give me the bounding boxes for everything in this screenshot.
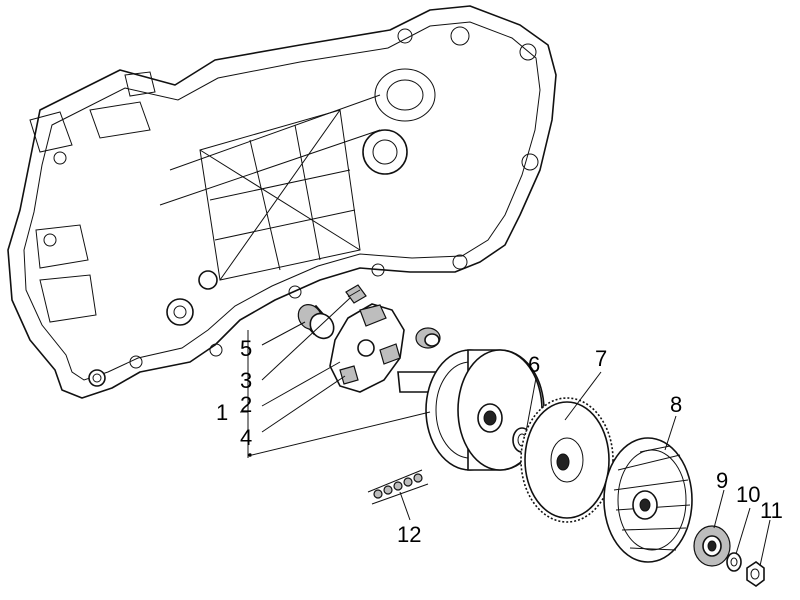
callout-9: 9 [716,468,728,493]
washer-part-10 [726,552,742,572]
callout-10: 10 [736,482,760,507]
crankcase-housing [7,5,557,399]
leader-dot [248,453,252,457]
callout-5: 5 [240,336,252,361]
callout-labels: 1 2 3 4 5 6 7 8 9 10 11 12 [216,336,783,547]
slider-roller [415,327,441,349]
ramp-plate-part-2 [329,303,405,393]
callout-8: 8 [670,392,682,417]
callout-1: 1 [216,400,228,425]
clip-part-3 [345,284,367,304]
callout-11: 11 [760,498,783,523]
leader-lines [240,297,771,567]
callout-3: 3 [240,368,252,393]
nut-part-11 [746,561,765,587]
hub-part-9 [693,525,731,567]
callout-12: 12 [397,522,421,547]
callout-4: 4 [240,425,252,450]
callout-7: 7 [595,346,607,371]
fan-pulley-part-8 [603,437,693,563]
roller-weights-part-12 [367,469,429,505]
callout-6: 6 [528,352,540,377]
ring-gear-part-7 [520,397,614,523]
callout-2: 2 [240,392,252,417]
bushing-part-5 [297,304,335,340]
